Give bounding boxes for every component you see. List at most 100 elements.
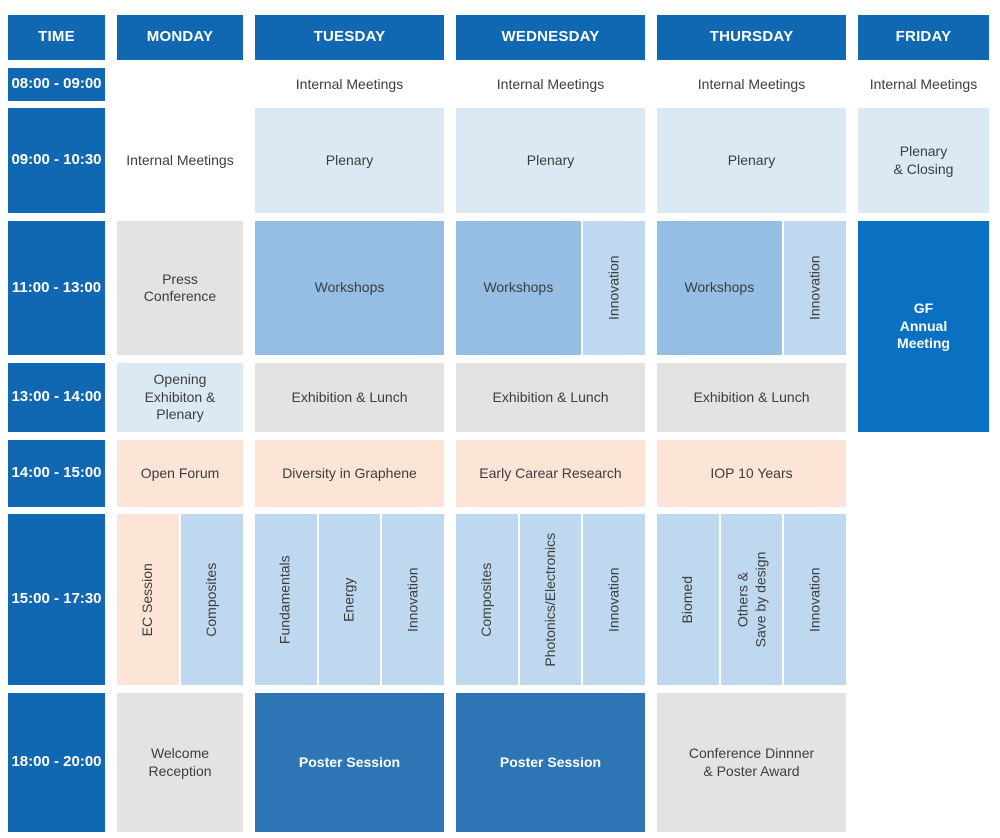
cell-label: Plenary	[526, 151, 575, 168]
cell-label: Diversity in Graphene	[282, 464, 417, 481]
cell-wednesday-18-00-20-00-poster-session: Poster Session	[456, 693, 645, 832]
cell-thursday-08-00-09-00-internal-meetings: Internal Meetings	[657, 68, 846, 101]
cell-label: FRIDAY	[895, 28, 952, 46]
cell-label: 08:00 - 09:00	[11, 75, 102, 93]
cell-tuesday-18-00-20-00-poster-session: Poster Session	[255, 693, 444, 832]
cell-monday-09-00-10-30-internal-meetings: Internal Meetings	[117, 108, 243, 213]
cell-label: Opening Exhibiton & Plenary	[144, 371, 216, 423]
time-cell-11-00-13-00: 11:00 - 13:00	[8, 221, 105, 355]
cell-label: 13:00 - 14:00	[11, 388, 102, 406]
cell-tuesday-08-00-09-00-internal-meetings: Internal Meetings	[255, 68, 444, 101]
cell-tuesday-11-00-13-00-workshops: Workshops	[255, 221, 444, 355]
cell-label: Innovation	[404, 567, 421, 632]
time-cell-13-00-14-00: 13:00 - 14:00	[8, 363, 105, 432]
cell-label: Internal Meetings	[869, 75, 978, 92]
time-cell-18-00-20-00: 18:00 - 20:00	[8, 693, 105, 832]
cell-label: MONDAY	[146, 28, 214, 46]
header-wednesday: WEDNESDAY	[456, 15, 645, 60]
cell-label: Workshops	[684, 279, 755, 296]
cell-wednesday-11-00-13-00-innovation: Innovation	[582, 221, 645, 355]
header-thursday: THURSDAY	[657, 15, 846, 60]
cell-label: Early Carear Research	[479, 464, 622, 481]
cell-tuesday-15-00-17-30-innovation: Innovation	[382, 514, 444, 685]
cell-friday-11-00-13-00-gf-annual-meeting: GF Annual Meeting	[858, 221, 989, 432]
cell-thursday-11-00-13-00-workshops: Workshops	[657, 221, 782, 355]
cell-label: TUESDAY	[313, 28, 386, 46]
cell-label: IOP 10 Years	[710, 464, 793, 481]
cell-label: WEDNESDAY	[501, 28, 600, 46]
cell-label: Biomed	[679, 575, 696, 624]
time-cell-14-00-15-00: 14:00 - 15:00	[8, 440, 105, 507]
cell-thursday-15-00-17-30-others-save-by-design: Others & Save by design	[720, 514, 783, 685]
cell-label: Plenary	[727, 151, 776, 168]
cell-monday-15-00-17-30-composites: Composites	[181, 514, 243, 685]
cell-wednesday-15-00-17-30-composites: Composites	[456, 514, 518, 685]
cell-thursday-15-00-17-30-biomed: Biomed	[657, 514, 719, 685]
header-time: TIME	[8, 15, 105, 60]
cell-friday-09-00-10-30-plenary-closing: Plenary & Closing	[858, 108, 989, 213]
header-monday: MONDAY	[117, 15, 243, 60]
cell-thursday-15-00-17-30-innovation: Innovation	[784, 514, 846, 685]
cell-wednesday-15-00-17-30-photonics-electronics: Photonics/Electronics	[519, 514, 582, 685]
cell-label: EC Session	[139, 562, 156, 637]
cell-label: Innovation	[806, 567, 823, 632]
cell-label: Poster Session	[499, 753, 602, 770]
cell-tuesday-15-00-17-30-energy: Energy	[318, 514, 381, 685]
cell-monday-18-00-20-00-welcome-reception: Welcome Reception	[117, 693, 243, 832]
cell-label: Exhibition & Lunch	[492, 388, 609, 405]
cell-monday-14-00-15-00-open-forum: Open Forum	[117, 440, 243, 507]
cell-label: Innovation	[806, 255, 823, 321]
cell-label: Internal Meetings	[295, 75, 404, 92]
cell-label: Exhibition & Lunch	[693, 388, 810, 405]
header-friday: FRIDAY	[858, 15, 989, 60]
cell-friday-08-00-09-00-internal-meetings: Internal Meetings	[858, 68, 989, 101]
cell-wednesday-11-00-13-00-workshops: Workshops	[456, 221, 581, 355]
cell-label: Internal Meetings	[697, 75, 806, 92]
cell-wednesday-15-00-17-30-innovation: Innovation	[583, 514, 645, 685]
cell-label: Welcome Reception	[148, 745, 212, 779]
cell-label: Innovation	[605, 567, 622, 632]
cell-thursday-09-00-10-30-plenary: Plenary	[657, 108, 846, 213]
cell-label: Exhibition & Lunch	[291, 388, 408, 405]
cell-label: Plenary & Closing	[893, 143, 954, 177]
cell-label: Innovation	[605, 255, 622, 321]
cell-thursday-14-00-15-00-iop-10-years: IOP 10 Years	[657, 440, 846, 507]
cell-label: Workshops	[314, 279, 385, 296]
cell-label: 15:00 - 17:30	[11, 590, 102, 608]
cell-tuesday-13-00-14-00-exhibition-lunch: Exhibition & Lunch	[255, 363, 444, 432]
cell-label: Workshops	[483, 279, 554, 296]
cell-label: 09:00 - 10:30	[11, 151, 102, 169]
cell-label: Conference Dinnner & Poster Award	[688, 745, 815, 779]
cell-label: Others & Save by design	[733, 551, 768, 648]
cell-label: Press Conference	[143, 270, 217, 305]
cell-tuesday-14-00-15-00-diversity-in-graphene: Diversity in Graphene	[255, 440, 444, 507]
cell-label: Photonics/Electronics	[541, 532, 558, 667]
cell-wednesday-13-00-14-00-exhibition-lunch: Exhibition & Lunch	[456, 363, 645, 432]
cell-wednesday-08-00-09-00-internal-meetings: Internal Meetings	[456, 68, 645, 101]
cell-label: TIME	[38, 28, 75, 46]
cell-label: Poster Session	[298, 753, 401, 770]
cell-thursday-18-00-20-00-conference-dinnner-poster-award: Conference Dinnner & Poster Award	[657, 693, 846, 832]
cell-label: Composites	[478, 562, 495, 637]
cell-label: THURSDAY	[709, 28, 794, 46]
cell-thursday-13-00-14-00-exhibition-lunch: Exhibition & Lunch	[657, 363, 846, 432]
cell-label: Composites	[203, 562, 220, 637]
cell-label: Internal Meetings	[126, 151, 234, 168]
cell-monday-15-00-17-30-ec-session: EC Session	[117, 514, 179, 685]
cell-label: Fundamentals	[277, 555, 294, 644]
cell-tuesday-15-00-17-30-fundamentals: Fundamentals	[255, 514, 317, 685]
cell-label: GF Annual Meeting	[897, 300, 950, 352]
cell-wednesday-14-00-15-00-early-carear-research: Early Carear Research	[456, 440, 645, 507]
cell-label: Internal Meetings	[496, 75, 605, 92]
cell-label: 11:00 - 13:00	[11, 278, 102, 296]
cell-monday-11-00-13-00-press-conference: Press Conference	[117, 221, 243, 355]
header-tuesday: TUESDAY	[255, 15, 444, 60]
cell-label: Plenary	[325, 151, 374, 168]
time-cell-15-00-17-30: 15:00 - 17:30	[8, 514, 105, 685]
cell-tuesday-09-00-10-30-plenary: Plenary	[255, 108, 444, 213]
cell-label: Open Forum	[140, 464, 220, 481]
cell-thursday-11-00-13-00-innovation: Innovation	[783, 221, 846, 355]
cell-label: Energy	[340, 577, 357, 622]
cell-label: 14:00 - 15:00	[11, 464, 102, 482]
